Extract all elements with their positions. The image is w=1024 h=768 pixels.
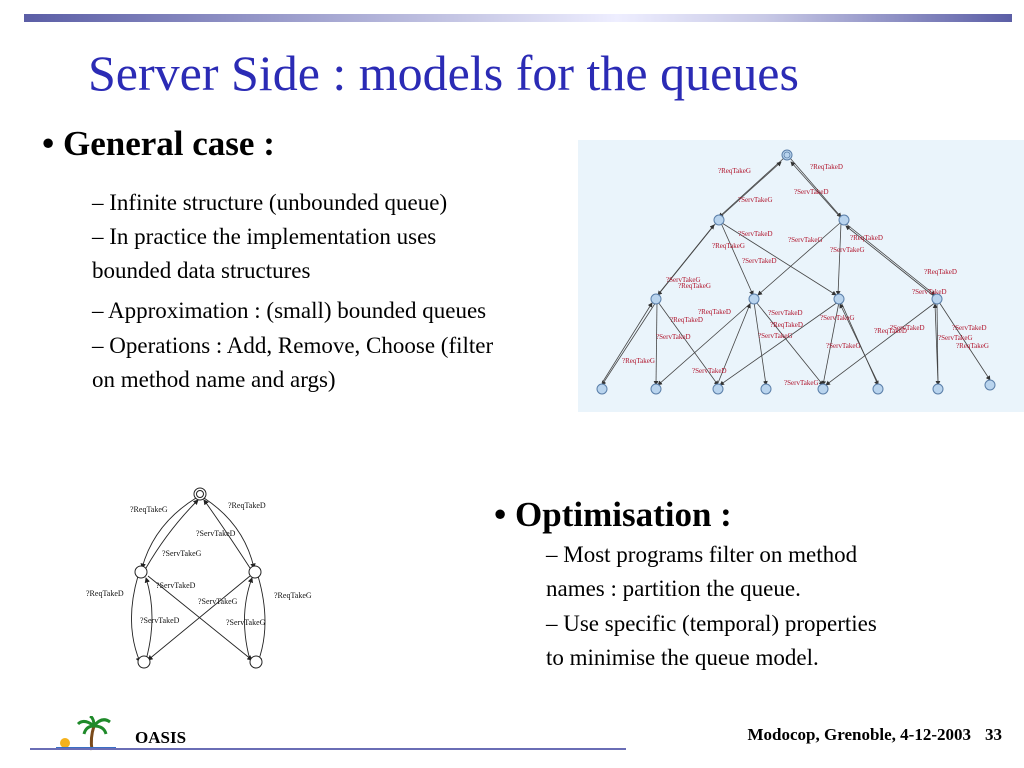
footer-event-text: Modocop, Grenoble, 4-12-2003 [747,725,971,744]
svg-text:?ServTakeG: ?ServTakeG [666,276,701,284]
svg-text:?ServTakeG: ?ServTakeG [738,196,773,204]
page-number: 33 [985,725,1002,744]
svg-text:?ReqTakeD: ?ReqTakeD [850,234,883,242]
svg-text:?ReqTakeD: ?ReqTakeD [670,316,703,324]
svg-text:?ServTakeD: ?ServTakeD [890,324,925,332]
optimisation-item-1: – Most programs filter on method [546,542,858,567]
svg-text:?ServTakeD: ?ServTakeD [656,333,691,341]
general-case-item-4-cont: on method name and args) [92,367,336,392]
svg-text:?ReqTakeD: ?ReqTakeD [770,321,803,329]
svg-text:?ReqTakeG: ?ReqTakeG [712,242,745,250]
optimisation-item-2-cont: to minimise the queue model. [546,645,819,670]
svg-text:?ServTakeD: ?ServTakeD [742,257,777,265]
svg-text:?ServTakeD: ?ServTakeD [738,230,773,238]
svg-text:?ServTakeG: ?ServTakeG [226,618,266,627]
svg-text:?ReqTakeG: ?ReqTakeG [678,282,711,290]
svg-text:?ServTakeD: ?ServTakeD [952,324,987,332]
general-case-item-3: – Approximation : (small) bounded queues [92,298,487,323]
general-case-item-2-cont: bounded data structures [92,258,311,283]
footer-oasis-label: OASIS [135,728,187,747]
optimisation-item-1-cont: names : partition the queue. [546,576,801,601]
general-case-item-1: – Infinite structure (unbounded queue) [92,190,448,215]
optimisation-heading: • Optimisation : [494,495,732,534]
svg-text:?ServTakeD: ?ServTakeD [768,309,803,317]
svg-text:?ServTakeD: ?ServTakeD [692,367,727,375]
svg-text:?ServTakeD: ?ServTakeD [196,529,236,538]
slide-title: Server Side : models for the queues [88,45,799,101]
svg-text:?ServTakeG: ?ServTakeG [758,332,793,340]
svg-text:?ServTakeG: ?ServTakeG [830,246,865,254]
svg-text:?ReqTakeD: ?ReqTakeD [874,327,907,335]
svg-text:?ServTakeG: ?ServTakeG [788,236,823,244]
footer-event: Modocop, Grenoble, 4-12-2003 33 [747,725,1002,745]
oasis-palm-logo-icon [56,714,116,752]
svg-text:?ServTakeD: ?ServTakeD [140,616,180,625]
optimisation-item-2: – Use specific (temporal) properties [546,611,877,636]
svg-text:?ReqTakeG: ?ReqTakeG [718,167,751,175]
svg-text:?ServTakeD: ?ServTakeD [156,581,196,590]
optimised-queue-automaton: ?ReqTakeG ?ReqTakeD ?ServTakeD ?ServTake… [84,484,324,670]
footer-divider [30,748,626,750]
svg-text:?ReqTakeD: ?ReqTakeD [924,268,957,276]
svg-text:?ReqTakeG: ?ReqTakeG [274,591,312,600]
svg-text:?ReqTakeD: ?ReqTakeD [810,163,843,171]
svg-text:?ReqTakeG: ?ReqTakeG [130,505,168,514]
svg-text:?ServTakeG: ?ServTakeG [820,314,855,322]
svg-text:?ServTakeG: ?ServTakeG [784,379,819,387]
general-case-heading: • General case : [42,124,275,163]
svg-text:?ServTakeG: ?ServTakeG [826,342,861,350]
svg-text:?ServTakeD: ?ServTakeD [912,288,947,296]
svg-text:?ReqTakeD: ?ReqTakeD [698,308,731,316]
svg-text:?ReqTakeG: ?ReqTakeG [956,342,989,350]
general-case-item-4: – Operations : Add, Remove, Choose (filt… [92,333,494,358]
svg-text:?ReqTakeD: ?ReqTakeD [86,589,124,598]
unbounded-queue-automaton: ?ReqTakeG ?ReqTakeD ?ServTakeD ?ServTake… [578,140,1024,412]
general-case-item-2: – In practice the implementation uses [92,224,437,249]
svg-text:?ReqTakeD: ?ReqTakeD [228,501,266,510]
top-decoration-bar [24,14,1012,22]
svg-text:?ServTakeG: ?ServTakeG [198,597,238,606]
svg-text:?ServTakeG: ?ServTakeG [162,549,202,558]
svg-text:?ServTakeD: ?ServTakeD [794,188,829,196]
svg-text:?ServTakeG: ?ServTakeG [938,334,973,342]
svg-text:?ReqTakeG: ?ReqTakeG [622,357,655,365]
